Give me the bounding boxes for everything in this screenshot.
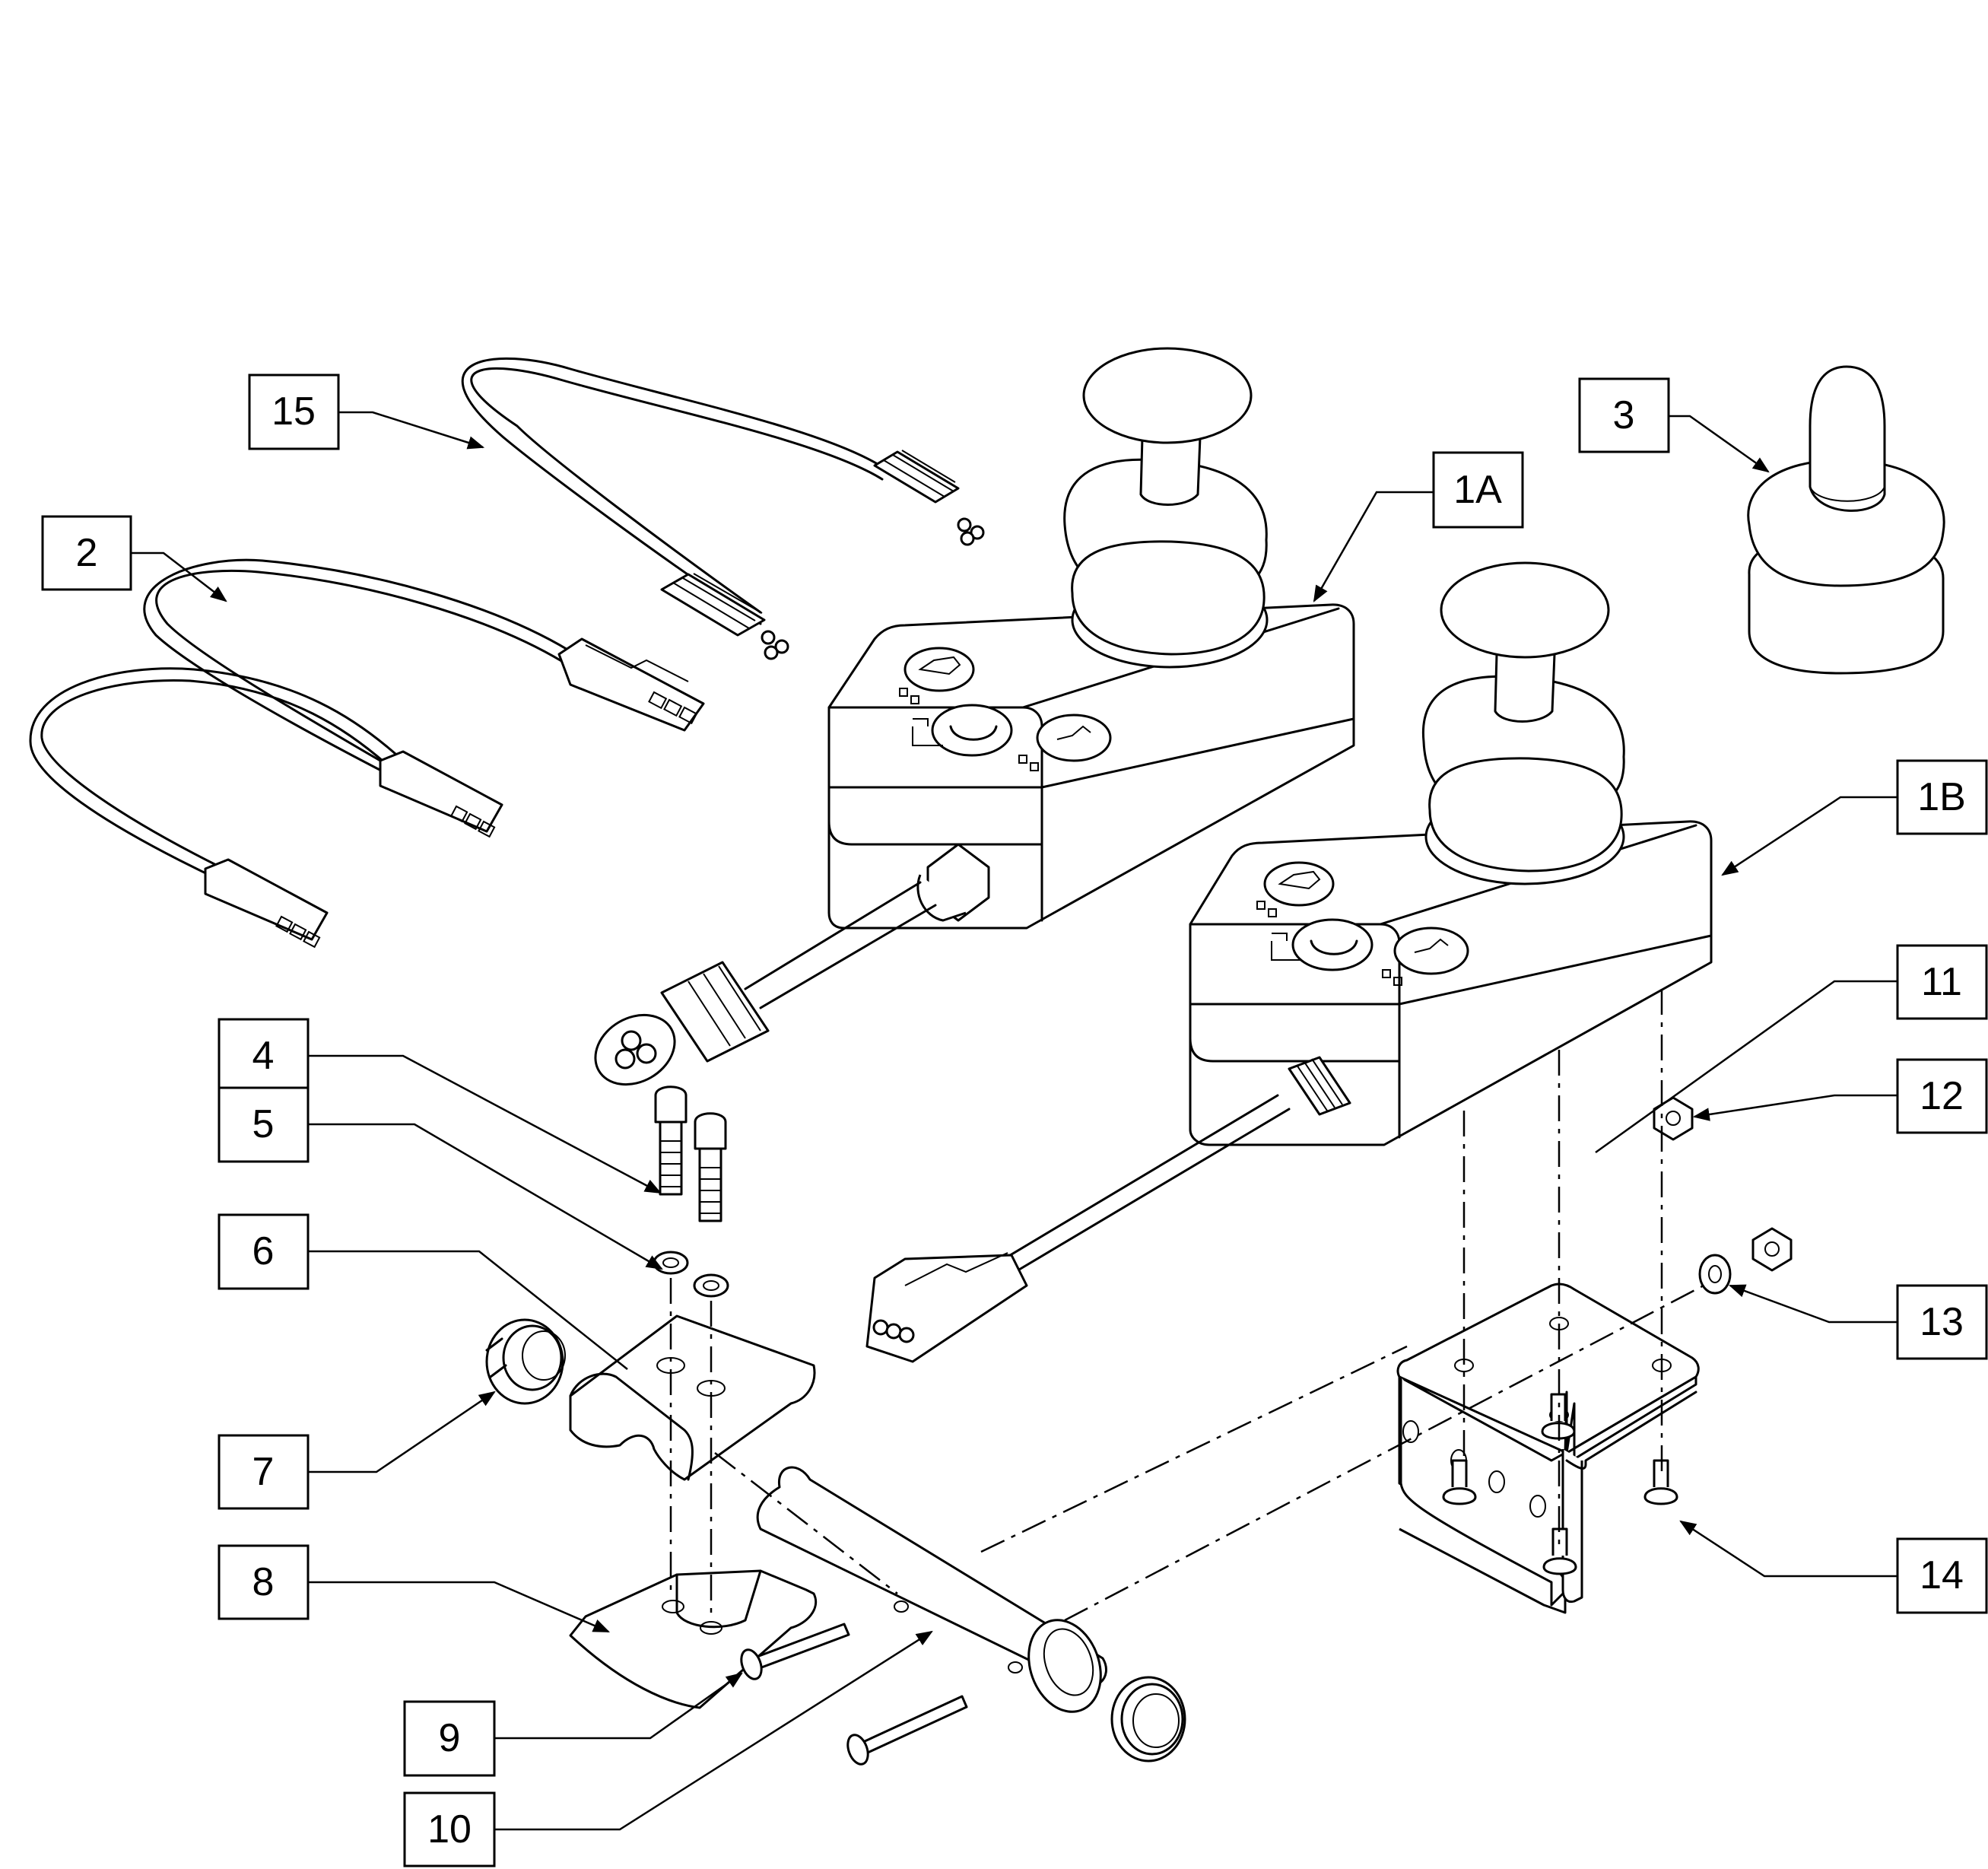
callout-label: 10 bbox=[427, 1807, 472, 1852]
callout-label: 11 bbox=[1921, 960, 1962, 1004]
callout-label: 8 bbox=[252, 1560, 275, 1604]
callout-label: 12 bbox=[1920, 1074, 1964, 1118]
callout-3: 3 bbox=[1578, 377, 1670, 453]
washer-13 bbox=[1698, 1254, 1732, 1295]
callout-14: 14 bbox=[1896, 1537, 1988, 1614]
callout-label: 9 bbox=[439, 1716, 461, 1760]
callout-1A: 1A bbox=[1432, 451, 1524, 529]
cable-15 bbox=[461, 357, 985, 660]
end-cap-right bbox=[1110, 1676, 1186, 1763]
callout-9: 9 bbox=[403, 1700, 496, 1777]
callout-label: 1B bbox=[1917, 775, 1966, 819]
clamp-bottom-8 bbox=[569, 1569, 818, 1709]
callout-2: 2 bbox=[41, 515, 132, 591]
callout-label: 1A bbox=[1453, 468, 1502, 512]
callout-4: 4 bbox=[218, 1018, 310, 1094]
end-cap-7 bbox=[485, 1318, 566, 1405]
callout-label: 15 bbox=[272, 389, 316, 434]
callout-label: 14 bbox=[1920, 1553, 1964, 1597]
callout-label: 6 bbox=[252, 1229, 275, 1273]
callout-label: 4 bbox=[252, 1034, 275, 1078]
callout-10: 10 bbox=[403, 1791, 496, 1867]
callout-label: 2 bbox=[76, 531, 98, 575]
joystick-controller-1A bbox=[594, 347, 1355, 1086]
cap-screws-4 bbox=[654, 1085, 727, 1222]
callout-label: 7 bbox=[252, 1450, 275, 1494]
nut-12 bbox=[1653, 1096, 1694, 1141]
callout-label: 3 bbox=[1613, 393, 1635, 437]
callout-5: 5 bbox=[218, 1086, 310, 1163]
joystick-controller-1B bbox=[865, 561, 1713, 1363]
callout-7: 7 bbox=[218, 1434, 310, 1510]
callout-11: 11 bbox=[1896, 944, 1988, 1020]
callout-label: 13 bbox=[1920, 1300, 1964, 1344]
callout-1B: 1B bbox=[1896, 759, 1988, 835]
callout-13: 13 bbox=[1896, 1284, 1988, 1360]
callout-label: 5 bbox=[252, 1102, 275, 1146]
lock-washers-5 bbox=[653, 1251, 729, 1298]
cable-2 bbox=[29, 558, 705, 949]
callout-15: 15 bbox=[248, 373, 340, 450]
clamp-top-6 bbox=[569, 1314, 816, 1481]
joystick-knob-3 bbox=[1747, 365, 1945, 675]
callout-leaders bbox=[131, 411, 1897, 1831]
mounting-bracket-11 bbox=[1396, 1283, 1700, 1614]
nut-13 bbox=[1751, 1227, 1793, 1272]
callout-6: 6 bbox=[218, 1213, 310, 1290]
tube-10 bbox=[756, 1466, 1107, 1713]
callout-12: 12 bbox=[1896, 1058, 1988, 1134]
bolts-9 bbox=[740, 1623, 968, 1766]
assembly-lines bbox=[669, 989, 1704, 1622]
callout-8: 8 bbox=[218, 1544, 310, 1620]
